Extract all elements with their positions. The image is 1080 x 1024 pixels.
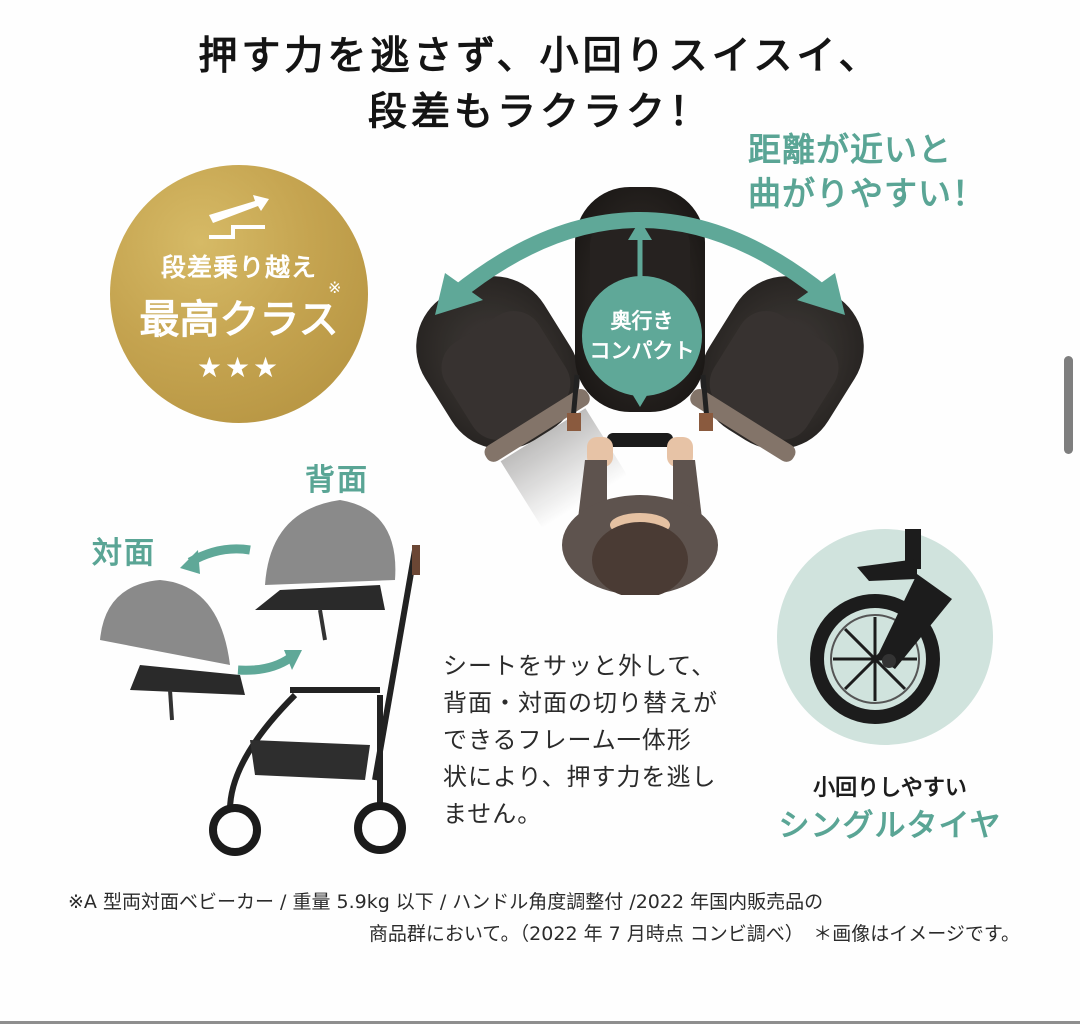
step-up-arrow-icon bbox=[209, 195, 269, 239]
footnote: ※A 型両対面ベビーカー / 重量 5.9kg 以下 / ハンドル角度調整付 /… bbox=[60, 886, 1020, 950]
arrow-to-face bbox=[187, 544, 251, 566]
badge-line-2: 最高クラス bbox=[139, 297, 339, 343]
stroller-left-turn bbox=[416, 276, 628, 530]
compact-line-1: 奥行き bbox=[610, 309, 674, 333]
label-rear-facing: 背面 bbox=[305, 463, 369, 498]
turning-callout-line-2: 曲がりやすい！ bbox=[748, 174, 986, 213]
stroller-frame bbox=[227, 549, 418, 811]
headline-line-2: 段差もラクラク！ bbox=[367, 89, 712, 135]
stroller-side-view-illustration bbox=[100, 500, 420, 856]
seat-face-to-face bbox=[100, 580, 245, 721]
headline-line-1: 押す力を逃さず、小回りスイスイ、 bbox=[198, 33, 882, 79]
wheel-closeup bbox=[777, 529, 993, 745]
compact-depth-badge: 奥行き コンパクト bbox=[582, 276, 702, 396]
arrow-to-rear bbox=[237, 654, 293, 675]
description-line: 状により、押す力を逃し bbox=[443, 763, 717, 791]
footnote-line-2: 商品群において。（2022 年 7 月時点 コンビ調べ） ＊画像はイメージです。 bbox=[368, 923, 1020, 945]
parent-top-view bbox=[562, 437, 718, 595]
description-line: ません。 bbox=[443, 800, 543, 828]
badge-stars: ★★★ bbox=[196, 351, 282, 384]
label-face-to-face: 対面 bbox=[92, 536, 156, 571]
footnote-line-1: ※A 型両対面ベビーカー / 重量 5.9kg 以下 / ハンドル角度調整付 /… bbox=[68, 891, 824, 913]
badge-note-mark: ※ bbox=[328, 278, 342, 297]
seat-rear-facing bbox=[255, 500, 396, 641]
wheel-caption-1: 小回りしやすい bbox=[813, 776, 967, 801]
bottom-divider bbox=[0, 1021, 1080, 1024]
single-wheel-icon bbox=[810, 529, 952, 724]
step-climbing-badge: 段差乗り越え ※ 最高クラス ★★★ bbox=[110, 165, 368, 423]
turning-callout: 距離が近いと 曲がりやすい！ bbox=[748, 128, 986, 216]
stroller-right-turn bbox=[690, 276, 864, 462]
turning-callout-line-1: 距離が近いと bbox=[748, 130, 952, 169]
vertical-scrollbar-thumb[interactable] bbox=[1064, 356, 1073, 454]
compact-line-2: コンパクト bbox=[589, 339, 695, 363]
headline: 押す力を逃さず、小回りスイスイ、 段差もラクラク！ bbox=[0, 28, 1080, 140]
description-line: 背面・対面の切り替えが bbox=[443, 689, 718, 717]
badge-line-1: 段差乗り越え bbox=[160, 253, 317, 282]
description-line: シートをサッと外して、 bbox=[443, 652, 717, 680]
frame-description: シートをサッと外して、 背面・対面の切り替えが できるフレーム一体形 状により、… bbox=[443, 648, 763, 833]
description-line: できるフレーム一体形 bbox=[443, 726, 692, 754]
wheel-caption-2: シングルタイヤ bbox=[778, 808, 1002, 844]
